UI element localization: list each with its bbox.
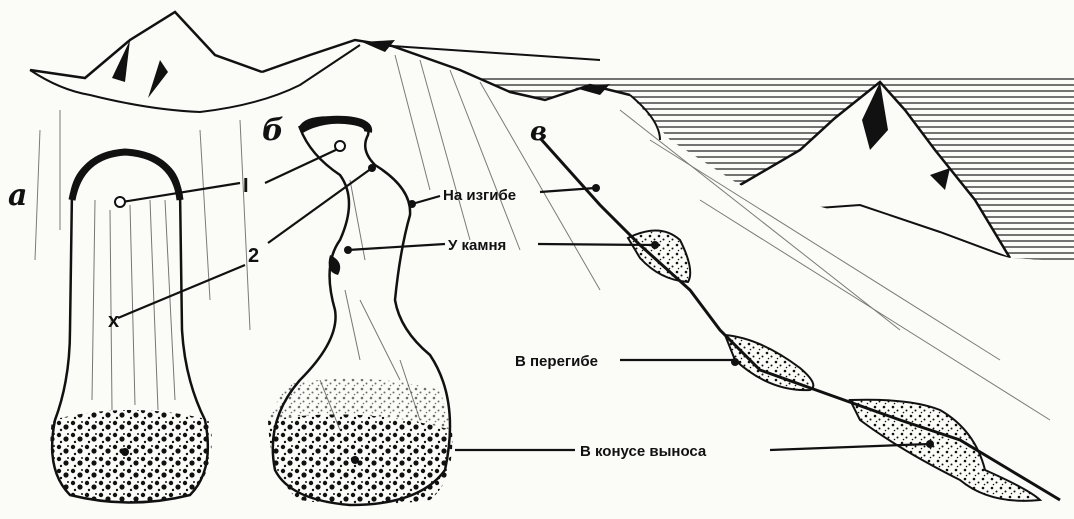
dot-marker: [344, 246, 352, 254]
point-label-two: 2: [248, 245, 259, 267]
point-label-one: I: [243, 175, 249, 197]
open-point-marker-a: [115, 197, 125, 207]
dot-marker: [592, 184, 600, 192]
label-break: В перегибе: [515, 353, 598, 370]
label-stone: У камня: [448, 237, 506, 254]
label-bend: На изгибе: [443, 187, 516, 204]
label-fan: В конусе выноса: [580, 443, 707, 460]
panel-label-b: б: [262, 113, 284, 148]
dot-marker: [351, 456, 359, 464]
dot-marker: [368, 164, 376, 172]
panel-label-v: в: [530, 117, 547, 147]
dot-marker: [651, 241, 659, 249]
dot-marker: [408, 200, 416, 208]
panel-label-a: а: [8, 178, 27, 213]
dot-marker: [731, 358, 739, 366]
dot-marker: [926, 440, 934, 448]
open-point-marker-b: [335, 141, 345, 151]
cross-marker: x: [108, 310, 119, 332]
dot-marker: [121, 448, 129, 456]
